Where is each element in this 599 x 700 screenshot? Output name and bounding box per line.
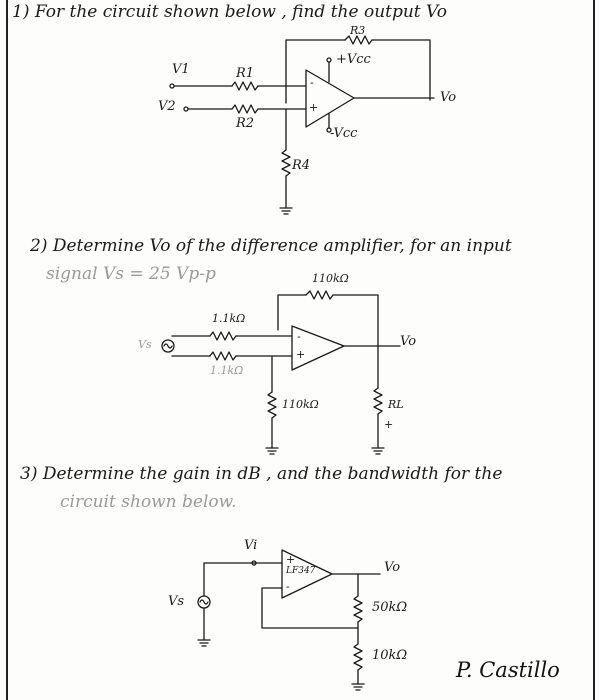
- q2-feedback-resistor: [305, 290, 334, 300]
- q3-vo-label: Vo: [384, 560, 401, 575]
- q3-vi-label: Vi: [244, 538, 258, 553]
- question-2-heading: 2) Determine Vo of the difference amplif…: [30, 236, 512, 256]
- q2-top-resistor-label: 1.1kΩ: [212, 312, 246, 325]
- q2-rl-label: RL: [388, 398, 404, 411]
- q2-feedback-wire: [277, 294, 307, 331]
- q2-source: [161, 339, 175, 353]
- q2-vo-label: Vo: [400, 334, 417, 349]
- q1-feedback-wire: [285, 39, 346, 104]
- q3-opamp-label: LF347: [286, 566, 316, 576]
- q1-r4-resistor: [281, 149, 291, 177]
- q1-r3-label: R3: [350, 24, 366, 37]
- q1-vcc-neg-node: [326, 127, 332, 133]
- q1-vcc-pos-label: +Vcc: [336, 52, 371, 67]
- q2-opamp: [291, 325, 345, 371]
- q1-inv-label: -: [310, 76, 314, 89]
- q2-inv-label: -: [297, 330, 301, 343]
- q2-bottom-resistor: [209, 351, 237, 361]
- q3-vs-label: Vs: [168, 594, 185, 609]
- q1-v1-label: V1: [172, 62, 190, 77]
- q2-rl-plus-label: +: [384, 418, 394, 431]
- q2-ground-resistor: [267, 391, 277, 419]
- q1-r2-label: R2: [236, 116, 255, 131]
- left-border: [6, 0, 8, 700]
- q1-vcc-neg-label: -Vcc: [330, 126, 358, 141]
- q1-r2-resistor: [231, 104, 259, 114]
- q2-top-resistor: [209, 331, 237, 341]
- q1-v2-label: V2: [158, 99, 176, 114]
- q2-noninv-label: +: [296, 348, 306, 361]
- q2-vs-label: Vs: [138, 338, 152, 351]
- q3-feedback-wire: [261, 587, 359, 629]
- q3-minus-label: -: [286, 580, 290, 593]
- question-2-heading-line2: signal Vs = 25 Vp-p: [46, 264, 216, 284]
- q1-noninv-label: +: [309, 101, 319, 114]
- q2-feedback-label: 110kΩ: [312, 272, 349, 285]
- q1-vcc-pos-node: [326, 57, 332, 63]
- q1-opamp: [305, 69, 355, 128]
- q2-ground-resistor-label: 110kΩ: [282, 398, 319, 411]
- q1-r1-label: R1: [236, 66, 255, 81]
- q1-r4-label: R4: [292, 158, 311, 173]
- right-border: [593, 0, 595, 700]
- question-3-heading: 3) Determine the gain in dB , and the ba…: [20, 464, 503, 484]
- q1-feedback-wire-right: [371, 39, 431, 101]
- q3-opamp: [281, 549, 333, 599]
- q2-source-wave: [163, 343, 173, 349]
- q2-rl-resistor: [373, 387, 383, 415]
- q3-r-top: [353, 595, 363, 623]
- q3-r-top-label: 50kΩ: [372, 600, 408, 615]
- q2-feedback-wire-right: [332, 294, 379, 346]
- q3-r-bottom: [353, 643, 363, 671]
- q1-vo-label: Vo: [440, 90, 457, 105]
- q3-source-wave: [199, 599, 209, 605]
- signature: P. Castillo: [456, 658, 560, 682]
- q1-r1-resistor: [231, 81, 259, 91]
- q3-r-bottom-label: 10kΩ: [372, 648, 408, 663]
- q2-bottom-resistor-label: 1.1kΩ: [210, 364, 244, 377]
- q3-plus-label: +: [286, 553, 296, 566]
- question-1-heading: 1) For the circuit shown below , find th…: [12, 2, 447, 22]
- q1-r3-resistor: [344, 35, 373, 45]
- question-3-heading-line2: circuit shown below.: [60, 492, 237, 512]
